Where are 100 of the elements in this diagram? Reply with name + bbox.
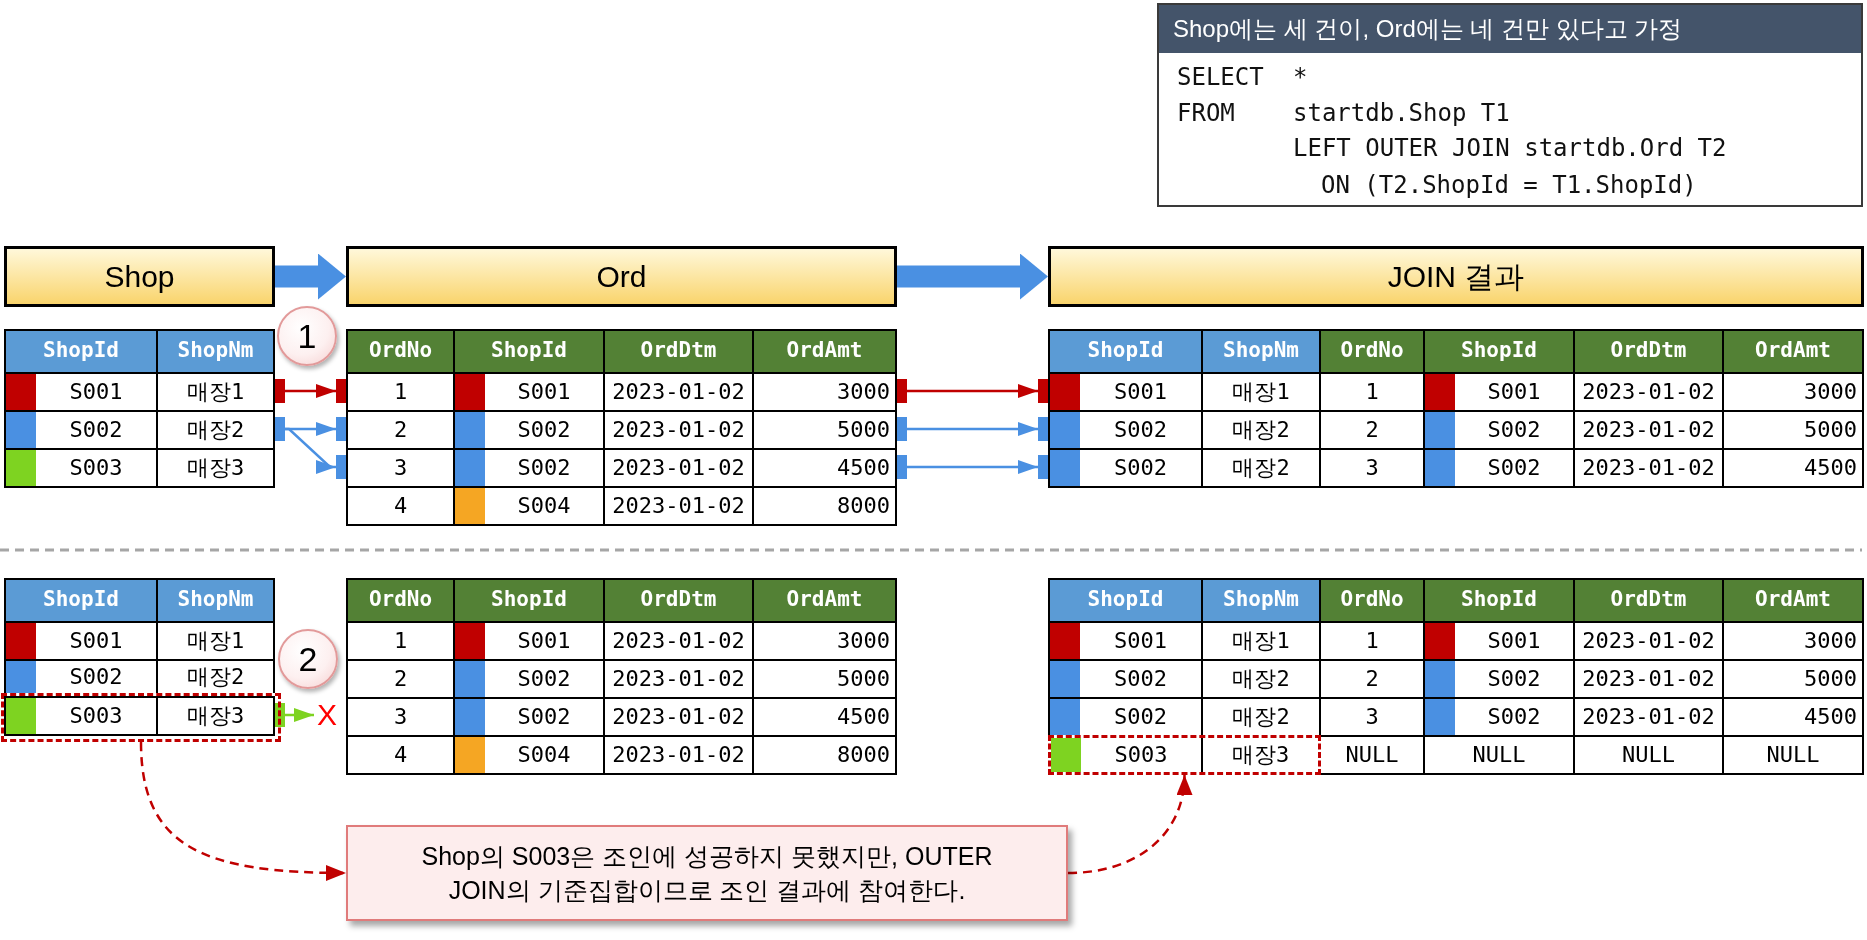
table-cell: 매장1 <box>1201 372 1319 410</box>
column-header: OrdAmt <box>752 580 897 621</box>
sql-box <box>1157 3 1863 207</box>
cell-text: S002 <box>517 455 571 480</box>
table-cell: 8000 <box>752 486 895 524</box>
table-cell: 3 <box>348 697 453 735</box>
table-cell: 2023-01-02 <box>603 621 752 659</box>
table-row <box>4 659 275 693</box>
table-cell: 2023-01-02 <box>603 448 752 486</box>
x-mark: X <box>314 696 340 734</box>
table-cell: 3 <box>348 448 453 486</box>
sql-keyword: FROM <box>1177 98 1235 129</box>
table-cell: 매장3 <box>156 448 273 486</box>
cell-text: S001 <box>517 628 571 653</box>
column-header: OrdDtm <box>603 331 752 372</box>
callout-circle: 2 <box>278 629 338 689</box>
cell-text: S002 <box>69 417 123 442</box>
arrow <box>275 703 314 727</box>
table-cell: 4 <box>348 486 453 524</box>
column-header: OrdDtm <box>603 580 752 621</box>
table-title-bar: Ord <box>346 246 897 307</box>
table-row <box>346 486 897 524</box>
data-table <box>346 329 897 526</box>
table-row <box>4 410 275 448</box>
table-row <box>4 372 275 410</box>
table-cell: NULL <box>1573 735 1722 773</box>
table-row <box>346 372 897 410</box>
cell-text: S001 <box>1114 379 1167 404</box>
column-header: ShopId <box>4 580 156 621</box>
table-cell: 4500 <box>1722 697 1862 735</box>
table-row <box>346 410 897 448</box>
cell-text: S002 <box>517 704 571 729</box>
table-cell: 5000 <box>1722 659 1862 697</box>
table-row <box>1048 659 1864 697</box>
column-header: ShopNm <box>1201 331 1319 372</box>
column-header: ShopId <box>1048 580 1201 621</box>
table-cell: 3000 <box>752 621 895 659</box>
cell-text: S001 <box>517 379 571 404</box>
table-row <box>4 448 275 486</box>
table-row <box>1048 621 1864 659</box>
table-cell: 2 <box>1319 659 1423 697</box>
table-row <box>346 659 897 697</box>
table-row <box>346 621 897 659</box>
table-title-bar: JOIN 결과 <box>1048 246 1864 307</box>
sql-code: startdb.Shop T1 <box>1293 98 1510 129</box>
arrow <box>897 455 1048 479</box>
table-cell: 4 <box>348 735 453 773</box>
arrow <box>275 379 346 403</box>
column-header: ShopNm <box>1201 580 1319 621</box>
table-cell: 2023-01-02 <box>1573 410 1722 448</box>
table-row <box>4 621 275 659</box>
table-cell: 2023-01-02 <box>603 486 752 524</box>
table-cell: 매장2 <box>156 659 273 693</box>
table-cell: 매장2 <box>1201 448 1319 486</box>
column-header: ShopId <box>453 331 603 372</box>
cell-text: S002 <box>1114 704 1167 729</box>
sql-code: ON (T2.ShopId = T1.ShopId) <box>1321 170 1697 201</box>
table-cell: 매장1 <box>1201 621 1319 659</box>
table-cell: 매장3 <box>1201 738 1318 772</box>
column-header: OrdNo <box>1319 580 1423 621</box>
table-cell: 5000 <box>752 410 895 448</box>
cell-text: S001 <box>69 379 123 404</box>
table-cell: 매장3 <box>156 696 273 734</box>
dashed-highlight-box <box>1 693 281 742</box>
table-cell: 1 <box>348 621 453 659</box>
cell-text: S004 <box>517 742 571 767</box>
table-cell: 2023-01-02 <box>1573 621 1722 659</box>
data-table <box>346 578 897 775</box>
column-header: OrdAmt <box>752 331 897 372</box>
table-cell: 2023-01-02 <box>603 410 752 448</box>
table-cell: NULL <box>1321 735 1423 773</box>
cell-text: S002 <box>69 664 123 689</box>
data-table <box>1048 578 1864 775</box>
table-cell: 3 <box>1319 448 1423 486</box>
table-cell: 2 <box>1319 410 1423 448</box>
cell-text: S002 <box>1114 666 1167 691</box>
table-cell: 2023-01-02 <box>1573 697 1722 735</box>
note-box: Shop의 S003은 조인에 성공하지 못했지만, OUTER JOIN의 기준집합이므로 조인 결과에 참여한다. <box>346 825 1068 921</box>
cell-text: S002 <box>1487 704 1541 729</box>
table-cell: 3000 <box>752 372 895 410</box>
dashed-highlight-box <box>1048 735 1321 775</box>
column-header: ShopId <box>453 580 603 621</box>
table-row <box>346 448 897 486</box>
cell-text: S002 <box>1114 455 1167 480</box>
cell-text: S002 <box>517 666 571 691</box>
table-cell: 2 <box>348 659 453 697</box>
column-header: OrdAmt <box>1722 580 1864 621</box>
data-table <box>4 329 275 488</box>
data-table <box>1048 329 1864 488</box>
column-header: OrdNo <box>346 331 453 372</box>
column-header: ShopId <box>1423 331 1573 372</box>
table-row <box>1048 410 1864 448</box>
table-title-bar: Shop <box>4 246 275 307</box>
table-cell: 매장2 <box>156 410 273 448</box>
cell-text: S002 <box>1487 666 1541 691</box>
table-cell: 2023-01-02 <box>1573 448 1722 486</box>
dashed-arrow <box>139 741 347 881</box>
arrow <box>897 417 1048 441</box>
table-cell: 8000 <box>752 735 895 773</box>
table-cell: 3000 <box>1722 621 1862 659</box>
